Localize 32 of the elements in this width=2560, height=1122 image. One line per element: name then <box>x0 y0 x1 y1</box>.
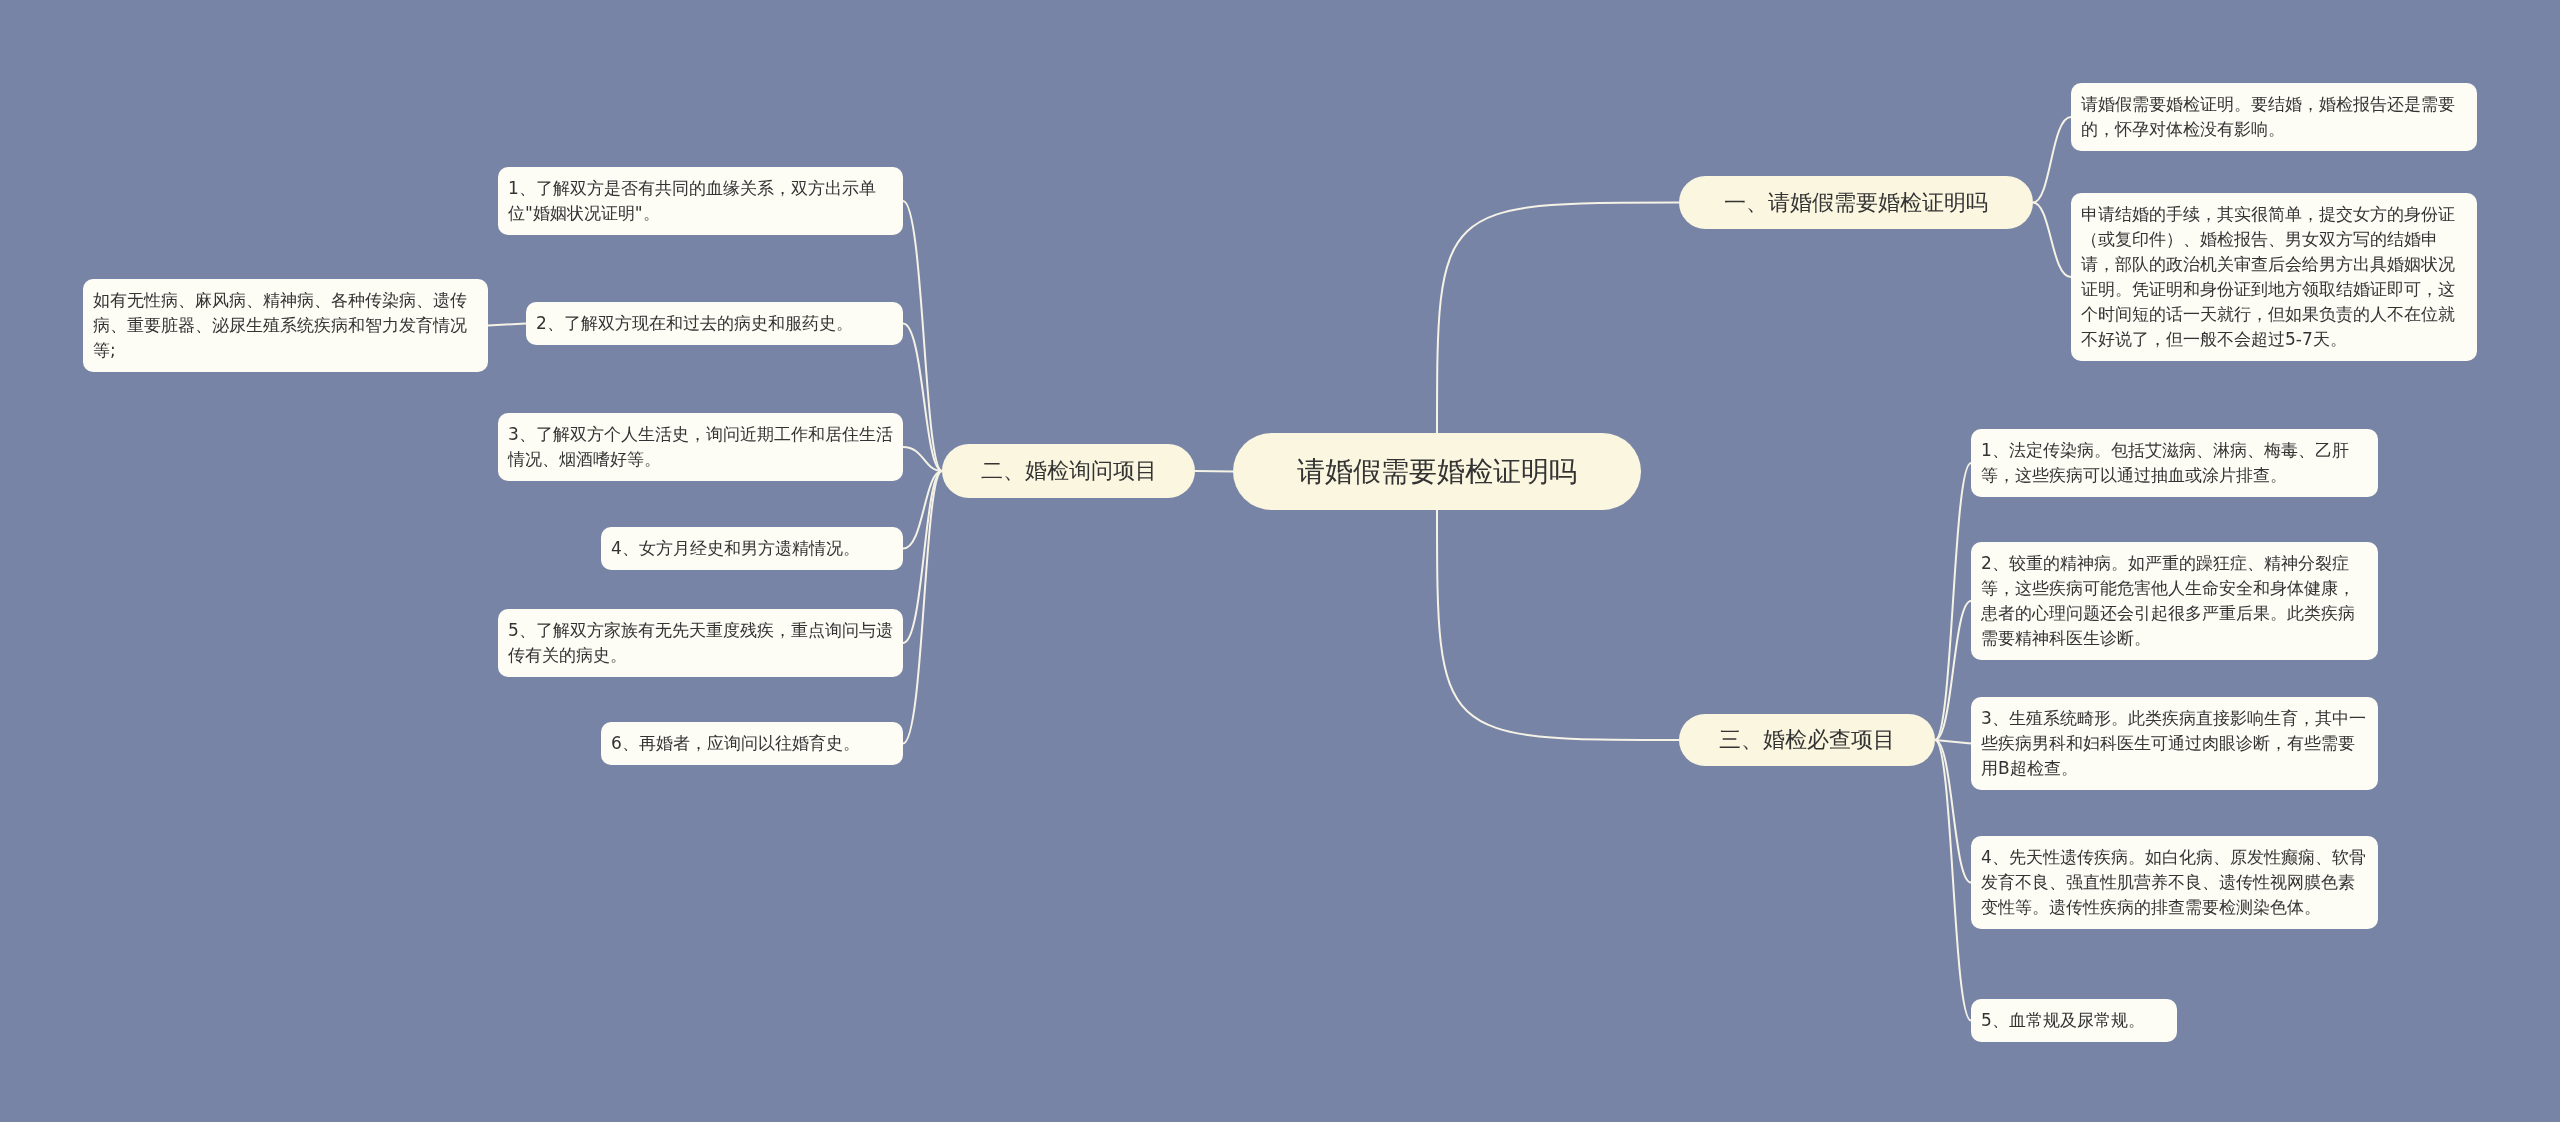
connector <box>902 200 943 472</box>
leaf-topic: 4、女方月经史和男方遗精情况。 <box>601 527 903 570</box>
leaf-topic: 1、了解双方是否有共同的血缘关系，双方出示单位"婚姻状况证明"。 <box>498 167 903 235</box>
connector <box>902 470 943 745</box>
connector <box>1194 470 1234 473</box>
central-topic: 请婚假需要婚检证明吗 <box>1233 433 1641 510</box>
connector <box>1436 201 1680 434</box>
leaf-topic: 申请结婚的手续，其实很简单，提交女方的身份证（或复印件）、婚检报告、男女双方写的结婚申请，部队的政治机关审查后会给男方出具婚姻状况证明。凭证明和身份证到地方领取结婚证即可，这个时间短的话一天就行，但如果负责的人不在位就不好说了，但一般不会超过5-7天。 <box>2071 193 2477 361</box>
leaf-topic: 如有无性病、麻风病、精神病、各种传染病、遗传病、重要脏器、泌尿生殖系统疾病和智力发育情况等; <box>83 279 488 372</box>
connector <box>1934 600 1972 741</box>
connector <box>2032 116 2072 204</box>
connector <box>1934 739 1972 884</box>
leaf-topic: 请婚假需要婚检证明。要结婚，婚检报告还是需要的，怀孕对体检没有影响。 <box>2071 83 2477 151</box>
connector <box>487 322 527 327</box>
leaf-topic: 3、了解双方个人生活史，询问近期工作和居住生活情况、烟酒嗜好等。 <box>498 413 903 481</box>
connector <box>1934 739 1972 1022</box>
leaf-topic: 5、血常规及尿常规。 <box>1971 999 2177 1042</box>
branch-topic: 一、请婚假需要婚检证明吗 <box>1679 176 2033 229</box>
branch-topic: 三、婚检必查项目 <box>1679 714 1935 766</box>
connector <box>1934 462 1972 741</box>
leaf-topic: 3、生殖系统畸形。此类疾病直接影响生育，其中一些疾病男科和妇科医生可通过肉眼诊断，有些需要用B超检查。 <box>1971 697 2378 790</box>
connector <box>902 470 943 644</box>
connector <box>2032 201 2072 278</box>
leaf-topic: 1、法定传染病。包括艾滋病、淋病、梅毒、乙肝等，这些疾病可以通过抽血或涂片排查。 <box>1971 429 2378 497</box>
branch-topic: 二、婚检询问项目 <box>942 444 1195 498</box>
leaf-topic: 6、再婚者，应询问以往婚育史。 <box>601 722 903 765</box>
connector <box>1436 509 1680 741</box>
leaf-topic: 2、了解双方现在和过去的病史和服药史。 <box>526 302 903 345</box>
leaf-topic: 5、了解双方家族有无先天重度残疾，重点询问与遗传有关的病史。 <box>498 609 903 677</box>
leaf-topic: 4、先天性遗传疾病。如白化病、原发性癫痫、软骨发育不良、强直性肌营养不良、遗传性视网膜色素变性等。遗传性疾病的排查需要检测染色体。 <box>1971 836 2378 929</box>
leaf-topic: 2、较重的精神病。如严重的躁狂症、精神分裂症等，这些疾病可能危害他人生命安全和身体健康，患者的心理问题还会引起很多严重后果。此类疾病需要精神科医生诊断。 <box>1971 542 2378 660</box>
connector <box>902 322 943 472</box>
